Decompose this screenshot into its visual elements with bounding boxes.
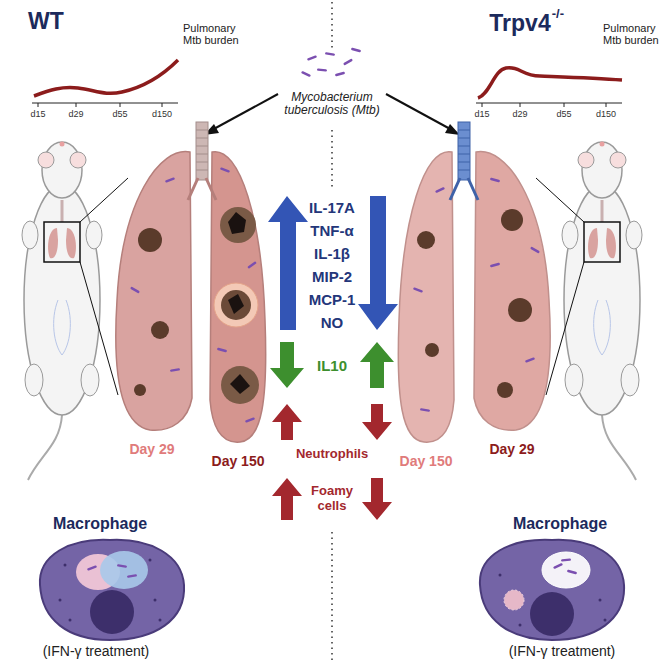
axis-title: Pulmonary Mtb burden — [183, 22, 245, 47]
axis-tick: d15 — [30, 109, 45, 119]
axis-tick: d150 — [152, 109, 172, 119]
cell-type-label: Neutrophils — [296, 447, 368, 462]
timepoint-label: Day 150 — [212, 454, 265, 470]
cytokine-label: IL-17A — [309, 200, 355, 217]
cell-title: Macrophage — [513, 515, 607, 533]
timepoint-label: Day 29 — [129, 442, 174, 458]
pathogen-label: Mycobacterium tuberculosis (Mtb) — [277, 91, 387, 118]
axis-tick: d55 — [556, 109, 571, 119]
axis-title: Pulmonary Mtb burden — [603, 22, 661, 47]
timepoint-label: Day 150 — [400, 454, 453, 470]
cytokine-label: TNF-α — [310, 223, 353, 240]
cytokine-label: IL-1β — [314, 246, 350, 263]
axis-tick: d29 — [512, 109, 527, 119]
cell-title: Macrophage — [53, 515, 147, 533]
group-title: Trpv4 — [489, 11, 550, 37]
group-title: WT — [28, 9, 64, 35]
cytokine-label: MCP-1 — [309, 292, 356, 309]
treatment-label: (IFN-γ treatment) — [43, 644, 150, 660]
cell-type-label: Foamy cells — [308, 484, 356, 513]
cytokine-label: MIP-2 — [312, 269, 352, 286]
timepoint-label: Day 29 — [489, 442, 534, 458]
axis-tick: d15 — [474, 109, 489, 119]
superscript: -/- — [552, 7, 564, 22]
axis-tick: d55 — [112, 109, 127, 119]
axis-tick: d150 — [596, 109, 616, 119]
cytokine-label: IL10 — [317, 358, 347, 375]
treatment-label: (IFN-γ treatment) — [509, 644, 616, 660]
axis-tick: d29 — [68, 109, 83, 119]
cytokine-label: NO — [321, 315, 344, 332]
